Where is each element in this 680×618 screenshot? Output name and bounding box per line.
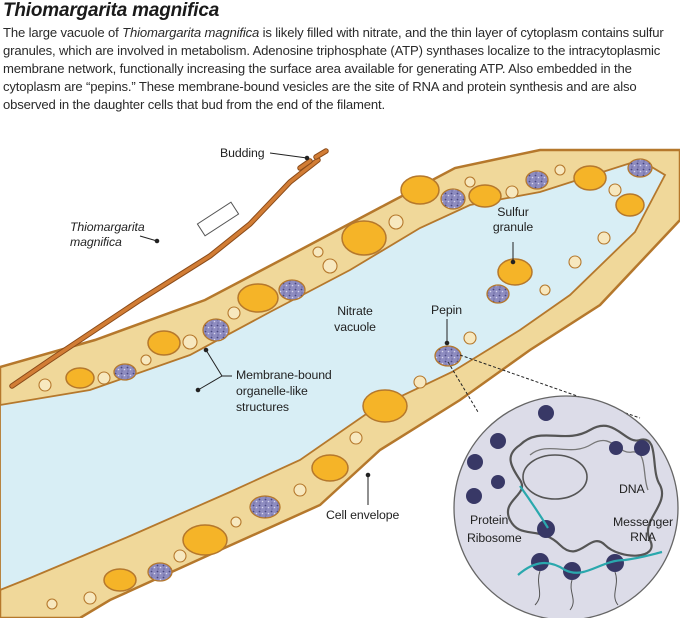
sulfur-granule [147, 330, 181, 356]
caption-text-1: The large vacuole of [3, 25, 123, 40]
label-membrane-line3: structures [236, 400, 289, 414]
upper-cytoplasm-granules [38, 158, 653, 392]
caption-italic-species: Thiomargarita magnifica [122, 25, 260, 40]
pepin [113, 363, 137, 381]
figure-caption: The large vacuole of Thiomargarita magni… [3, 24, 679, 114]
pepin [486, 284, 510, 304]
label-pepin: Pepin [431, 303, 462, 317]
pepin [525, 170, 549, 190]
sulfur-granule [237, 283, 279, 313]
label-protein: Protein [470, 513, 509, 527]
label-sulfur-granule-line1: Sulfur [497, 205, 529, 219]
messenger-rna [517, 485, 663, 576]
pepin [278, 279, 306, 301]
sulfur-granule [400, 175, 440, 205]
label-membrane-line1: Membrane-bound [236, 368, 332, 382]
budding-daughter-cells [297, 148, 329, 171]
organism-filament [9, 148, 329, 389]
label-ribosome: Ribosome [467, 531, 522, 545]
label-mrna-line1: Messenger [613, 515, 673, 529]
label-organism-line2: magnifica [70, 235, 122, 249]
label-membrane-line2: organelle-like [236, 384, 308, 398]
leader-lines [139, 152, 641, 505]
figure-title: Thiomargarita magnifica [3, 0, 220, 21]
lower-cytoplasm-granules [46, 193, 645, 610]
nucleoid-loop [522, 454, 588, 500]
sulfur-granule [311, 454, 349, 482]
pepin [440, 188, 466, 210]
nascent-proteins [534, 570, 619, 611]
pepin [249, 495, 281, 519]
pepin [147, 562, 173, 582]
sulfur-granule [362, 389, 408, 423]
sulfur-granule [182, 524, 228, 556]
sulfur-granule [65, 367, 95, 389]
label-nitrate-vacuole-line1: Nitrate [337, 304, 373, 318]
label-nitrate-vacuole-line2: vacuole [334, 320, 376, 334]
sulfur-granule [573, 165, 607, 191]
label-budding: Budding [220, 146, 265, 160]
sulfur-granule [103, 568, 137, 592]
caption-text-2: is likely filled with nitrate, and the t… [3, 25, 664, 112]
pepin [434, 345, 462, 367]
pepin [627, 158, 653, 178]
sulfur-granule [341, 220, 387, 256]
label-organism-line1: Thiomargarita [70, 220, 145, 234]
sulfur-granule [615, 193, 645, 217]
pepin [202, 318, 230, 342]
zoom-region-box [196, 201, 240, 237]
ribosome [466, 405, 650, 580]
label-sulfur-granule-line2: granule [492, 220, 534, 234]
pepin-zoom-view [453, 395, 679, 618]
cell-filament-section [0, 148, 680, 618]
label-cell-envelope: Cell envelope [326, 508, 400, 522]
label-dna: DNA [619, 482, 645, 496]
sulfur-granule [468, 184, 502, 208]
sulfur-granule [497, 258, 533, 286]
label-mrna-line2: RNA [630, 530, 656, 544]
